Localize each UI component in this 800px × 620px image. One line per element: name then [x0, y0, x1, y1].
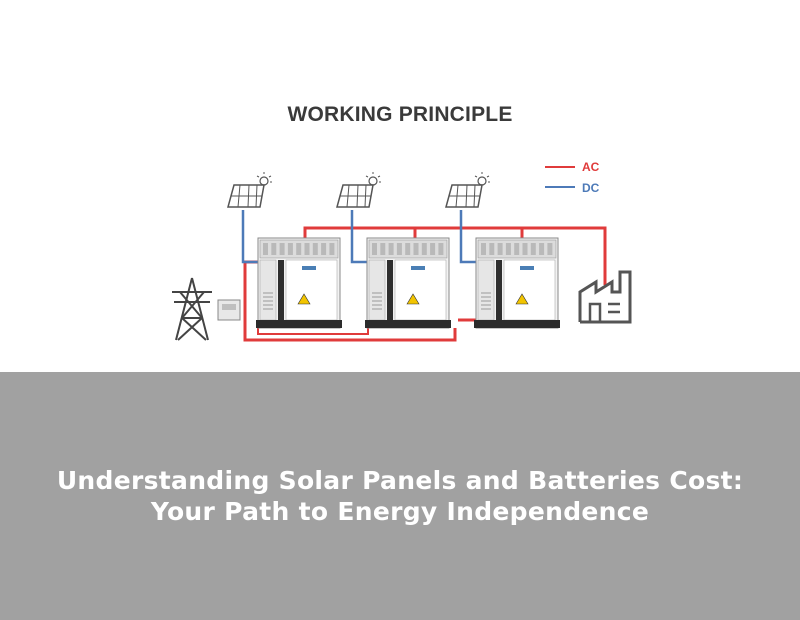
cabinet-door-strip — [496, 260, 502, 320]
meter-icon — [217, 299, 241, 321]
cabinet-base — [474, 320, 560, 328]
dc-wire-3 — [459, 210, 476, 264]
diagram-title: WORKING PRINCIPLE — [287, 103, 513, 126]
brand-badge — [520, 266, 534, 270]
cabinet-side-panel — [477, 259, 495, 321]
ac-wire-link-1 — [257, 328, 369, 335]
brand-badge — [302, 266, 316, 270]
storage-unit-1 — [227, 172, 342, 329]
title-banner: Understanding Solar Panels and Batteries… — [0, 372, 800, 620]
storage-unit-2 — [336, 172, 451, 329]
storage-unit-3 — [445, 172, 560, 329]
solar-panel-icon — [336, 172, 381, 208]
brand-badge — [411, 266, 425, 270]
warning-icon — [297, 293, 311, 305]
ac-wire-top — [303, 226, 607, 285]
warning-icon — [515, 293, 529, 305]
cabinet-base — [256, 320, 342, 328]
solar-panel-icon — [227, 172, 272, 208]
cabinet-side-panel — [259, 259, 277, 321]
factory-icon — [578, 270, 632, 324]
dc-wire-2 — [350, 210, 367, 264]
legend-ac-label: AC — [582, 160, 600, 174]
dc-wire-1 — [241, 210, 258, 264]
working-principle-diagram — [172, 166, 632, 342]
transmission-tower-icon — [172, 277, 212, 341]
cabinet-base — [365, 320, 451, 328]
warning-icon — [406, 293, 420, 305]
cabinet-door-strip — [278, 260, 284, 320]
cabinet-side-panel — [368, 259, 386, 321]
banner-title: Understanding Solar Panels and Batteries… — [56, 466, 744, 526]
legend-dc-label: DC — [582, 181, 600, 195]
solar-panel-icon — [445, 172, 490, 208]
cabinet-door-strip — [387, 260, 393, 320]
